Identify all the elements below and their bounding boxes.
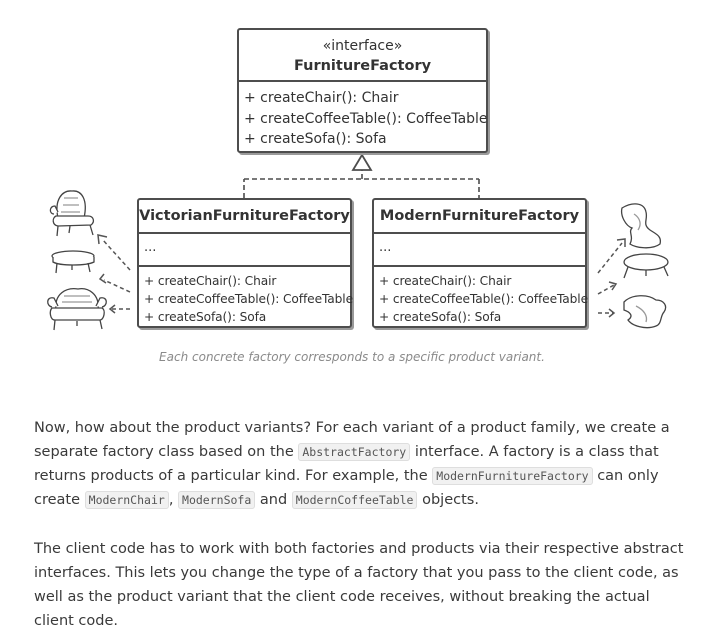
text-run: can only create — [34, 468, 659, 508]
code-abstract-factory: AbstractFactory — [298, 443, 411, 461]
interface-name: FurnitureFactory — [293, 58, 432, 74]
diagram-connectors — [47, 153, 669, 331]
modern-sofa-icon — [623, 295, 667, 329]
arrowhead-modern-table-icon — [608, 281, 618, 291]
paragraph-product-variants: Now, how about the product variants? For… — [34, 416, 684, 512]
code-modern-chair: ModernChair — [84, 491, 169, 509]
class-fields: ... — [374, 234, 585, 267]
arrowhead-victorian-chair-icon — [97, 234, 108, 245]
class-fields: ... — [139, 234, 350, 267]
class-modern-furniture-factory: ModernFurnitureFactory ... + createChair… — [372, 198, 588, 328]
text-run: and — [255, 492, 292, 508]
code-modern-sofa: ModernSofa — [178, 491, 256, 509]
victorian-sofa-icon — [47, 288, 107, 331]
text-run: Now, how about the product variants? For… — [34, 420, 670, 460]
arrowhead-victorian-table-icon — [98, 273, 107, 284]
method-row: + createCoffeeTable(): CoffeeTable — [379, 292, 588, 306]
text-run: objects. — [417, 492, 479, 508]
method-row: + createChair(): Chair — [144, 274, 277, 288]
arrowhead-modern-sofa-icon — [608, 308, 616, 318]
class-methods: + createChair(): Chair + createCoffeeTab… — [139, 267, 353, 326]
arrow-to-modern-table — [597, 284, 615, 295]
arrow-to-victorian-table — [103, 279, 131, 293]
modern-coffee-table-icon — [623, 253, 669, 279]
class-name: ModernFurnitureFactory — [379, 208, 580, 224]
modern-chair-icon — [620, 203, 662, 249]
class-methods: + createChair(): Chair + createCoffeeTab… — [374, 267, 588, 326]
code-modern-coffee-table: ModernCoffeeTable — [291, 491, 418, 509]
method-row: + createSofa(): Sofa — [244, 131, 387, 147]
method-row: + createSofa(): Sofa — [379, 310, 502, 324]
method-row: + createCoffeeTable(): CoffeeTable — [244, 110, 488, 127]
arrow-to-modern-chair — [597, 242, 623, 274]
realization-triangle-icon — [351, 153, 373, 171]
interface-methods: + createChair(): Chair + createCoffeeTab… — [239, 82, 488, 150]
code-modern-furniture-factory: ModernFurnitureFactory — [432, 467, 593, 485]
method-row: + createChair(): Chair — [244, 90, 399, 106]
paragraph-client-code: The client code has to work with both fa… — [34, 541, 684, 629]
realization-arrows — [243, 170, 480, 198]
interface-furniture-factory: «interface» FurnitureFactory + createCha… — [237, 28, 488, 153]
method-row: + createSofa(): Sofa — [144, 310, 267, 324]
arrowhead-modern-chair-icon — [616, 238, 626, 247]
method-row: + createCoffeeTable(): CoffeeTable — [144, 292, 353, 306]
text-run: interface. A factory is a class that ret… — [34, 444, 659, 484]
class-header: VictorianFurnitureFactory — [139, 200, 350, 234]
class-victorian-furniture-factory: VictorianFurnitureFactory ... + createCh… — [137, 198, 353, 328]
text-run: , — [168, 492, 179, 508]
victorian-chair-icon — [49, 190, 95, 237]
class-diagram: «interface» FurnitureFactory + createCha… — [47, 28, 669, 331]
victorian-coffee-table-icon — [51, 250, 95, 274]
figure-caption: Each concrete factory corresponds to a s… — [159, 350, 545, 364]
class-name: VictorianFurnitureFactory — [139, 208, 350, 224]
arrow-to-victorian-chair — [101, 238, 131, 271]
class-header: ModernFurnitureFactory — [374, 200, 585, 234]
interface-header: «interface» FurnitureFactory — [239, 30, 486, 82]
arrowhead-victorian-sofa-icon — [108, 304, 116, 314]
interface-stereotype: «interface» — [322, 38, 403, 54]
method-row: + createChair(): Chair — [379, 274, 512, 288]
